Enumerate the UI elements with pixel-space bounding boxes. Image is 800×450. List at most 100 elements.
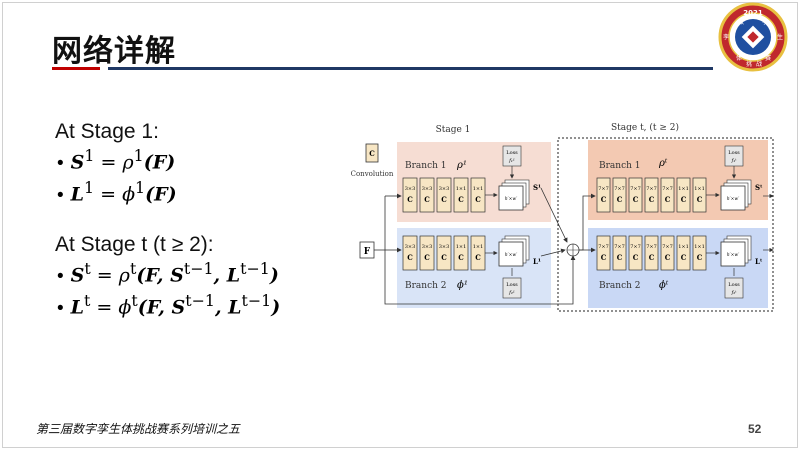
svg-text:C: C xyxy=(424,253,430,262)
svg-text:Loss: Loss xyxy=(728,150,740,156)
svg-text:C: C xyxy=(617,195,623,204)
svg-text:h′×w′: h′×w′ xyxy=(727,252,740,258)
svg-text:F: F xyxy=(364,247,371,257)
svg-text:h′×w′: h′×w′ xyxy=(505,196,518,202)
svg-text:C: C xyxy=(458,253,464,262)
svg-text:C: C xyxy=(649,195,655,204)
staget-branch1-conv-blocks: 7×7 7×7 7×7 7×7 7×7 1×1 1×1 C C C C C C … xyxy=(596,177,707,213)
svg-text:战: 战 xyxy=(756,60,762,68)
footer-text: 第三届数字孪生体挑战赛系列培训之五 xyxy=(36,422,241,436)
svg-text:7×7: 7×7 xyxy=(662,244,673,250)
svg-text:f₂ᵗ: f₂ᵗ xyxy=(730,290,737,296)
svg-text:1×1: 1×1 xyxy=(456,244,467,250)
svg-text:7×7: 7×7 xyxy=(614,244,625,250)
svg-text:7×7: 7×7 xyxy=(614,186,625,192)
competition-logo: 2021 数 字 孪 生 体 挑 战 赛 xyxy=(718,2,788,72)
svg-text:f₁ᵗ: f₁ᵗ xyxy=(730,158,737,164)
svg-text:f₁¹: f₁¹ xyxy=(508,158,515,164)
page-number: 52 xyxy=(748,422,762,436)
svg-text:C: C xyxy=(407,195,413,204)
staget-loss-f2: Loss f₂ᵗ xyxy=(724,268,744,299)
staget-branch2-label: Branch 2 xyxy=(599,281,641,291)
svg-text:C: C xyxy=(665,195,671,204)
svg-text:1×1: 1×1 xyxy=(694,244,705,250)
stage1-eq-l: •L1 = ϕ1(F) xyxy=(57,178,177,206)
svg-text:S¹: S¹ xyxy=(533,183,541,192)
equations-block: At Stage 1: •S1 = ρ1(F) •L1 = ϕ1(F) At S… xyxy=(55,118,280,322)
svg-text:Loss: Loss xyxy=(506,150,518,156)
svg-text:7×7: 7×7 xyxy=(646,186,657,192)
svg-text:C: C xyxy=(681,253,687,262)
svg-text:Lᵗ: Lᵗ xyxy=(755,257,763,266)
staget-loss-f1: Loss f₁ᵗ xyxy=(724,145,744,179)
svg-text:f₂¹: f₂¹ xyxy=(508,290,515,296)
stage1-loss-f1: Loss f₁¹ xyxy=(502,145,522,179)
svg-text:7×7: 7×7 xyxy=(598,186,609,192)
svg-text:3×3: 3×3 xyxy=(405,186,416,192)
svg-text:C: C xyxy=(441,253,447,262)
legend-label: Convolution xyxy=(351,170,394,178)
svg-text:1×1: 1×1 xyxy=(473,186,484,192)
stage1-label: Stage 1 xyxy=(436,125,471,135)
svg-text:孪: 孪 xyxy=(723,33,729,41)
svg-text:字: 字 xyxy=(762,18,768,26)
svg-text:C: C xyxy=(407,253,413,262)
svg-text:C: C xyxy=(475,253,481,262)
network-diagram: Stage 1 Stage t, (t ≥ 2) C Convolution B… xyxy=(351,122,774,312)
stage1-branch2-conv-blocks: 3×3 3×3 3×3 1×1 1×1 C C C C C xyxy=(402,235,486,271)
svg-text:7×7: 7×7 xyxy=(630,186,641,192)
svg-text:C: C xyxy=(601,195,607,204)
staget-eq-s: •St = ρt(F, St−1, Lt−1) xyxy=(57,259,279,287)
stage1-eq-s: •S1 = ρ1(F) xyxy=(57,146,176,174)
staget-heading: At Stage t (t ≥ 2): xyxy=(55,233,214,257)
svg-text:C: C xyxy=(424,195,430,204)
svg-text:生: 生 xyxy=(777,33,783,41)
svg-text:1×1: 1×1 xyxy=(694,186,705,192)
svg-text:ρ¹: ρ¹ xyxy=(456,160,467,171)
svg-text:Loss: Loss xyxy=(728,282,740,288)
svg-text:7×7: 7×7 xyxy=(630,244,641,250)
svg-text:3×3: 3×3 xyxy=(405,244,416,250)
svg-text:C: C xyxy=(665,253,671,262)
staget-eq-l: •Lt = ϕt(F, St−1, Lt−1) xyxy=(57,291,281,319)
stage1-branch2-label: Branch 2 xyxy=(405,281,447,291)
svg-text:3×3: 3×3 xyxy=(439,244,450,250)
svg-text:3×3: 3×3 xyxy=(422,186,433,192)
svg-text:1×1: 1×1 xyxy=(678,244,689,250)
svg-text:3×3: 3×3 xyxy=(439,186,450,192)
svg-text:C: C xyxy=(633,253,639,262)
stage1-branch1-label: Branch 1 xyxy=(405,161,447,171)
svg-text:Sᵗ: Sᵗ xyxy=(755,183,763,192)
stage1-l-output: h′×w′ L¹ xyxy=(498,235,541,267)
svg-text:1×1: 1×1 xyxy=(456,186,467,192)
svg-text:挑: 挑 xyxy=(746,60,752,68)
svg-text:1×1: 1×1 xyxy=(678,186,689,192)
stage1-branch1-conv-blocks: 3×3 3×3 3×3 1×1 1×1 C C C C C xyxy=(402,177,486,213)
svg-text:C: C xyxy=(697,195,703,204)
svg-text:赛: 赛 xyxy=(765,54,771,62)
svg-text:3×3: 3×3 xyxy=(422,244,433,250)
svg-text:C: C xyxy=(601,253,607,262)
svg-text:L¹: L¹ xyxy=(533,257,541,266)
svg-text:C: C xyxy=(475,195,481,204)
svg-text:C: C xyxy=(681,195,687,204)
staget-branch1-label: Branch 1 xyxy=(599,161,641,171)
staget-label: Stage t, (t ≥ 2) xyxy=(611,122,679,133)
svg-text:C: C xyxy=(697,253,703,262)
svg-text:C: C xyxy=(617,253,623,262)
svg-text:C: C xyxy=(369,149,375,158)
slide-title: 网络详解 xyxy=(52,34,176,69)
staget-branch2-conv-blocks: 7×7 7×7 7×7 7×7 7×7 1×1 1×1 C C C C C C … xyxy=(596,235,707,271)
title-underline-red xyxy=(52,67,100,70)
svg-text:C: C xyxy=(649,253,655,262)
svg-text:C: C xyxy=(458,195,464,204)
staget-s-output: h′×w′ Sᵗ xyxy=(720,179,763,211)
svg-text:体: 体 xyxy=(736,54,742,62)
svg-text:C: C xyxy=(441,195,447,204)
svg-text:数: 数 xyxy=(738,18,744,26)
svg-text:h′×w′: h′×w′ xyxy=(727,196,740,202)
title-underline-blue xyxy=(108,67,713,70)
svg-text:ϕᵗ: ϕᵗ xyxy=(659,280,669,291)
legend-conv-block xyxy=(365,143,379,163)
svg-text:h′×w′: h′×w′ xyxy=(505,252,518,258)
